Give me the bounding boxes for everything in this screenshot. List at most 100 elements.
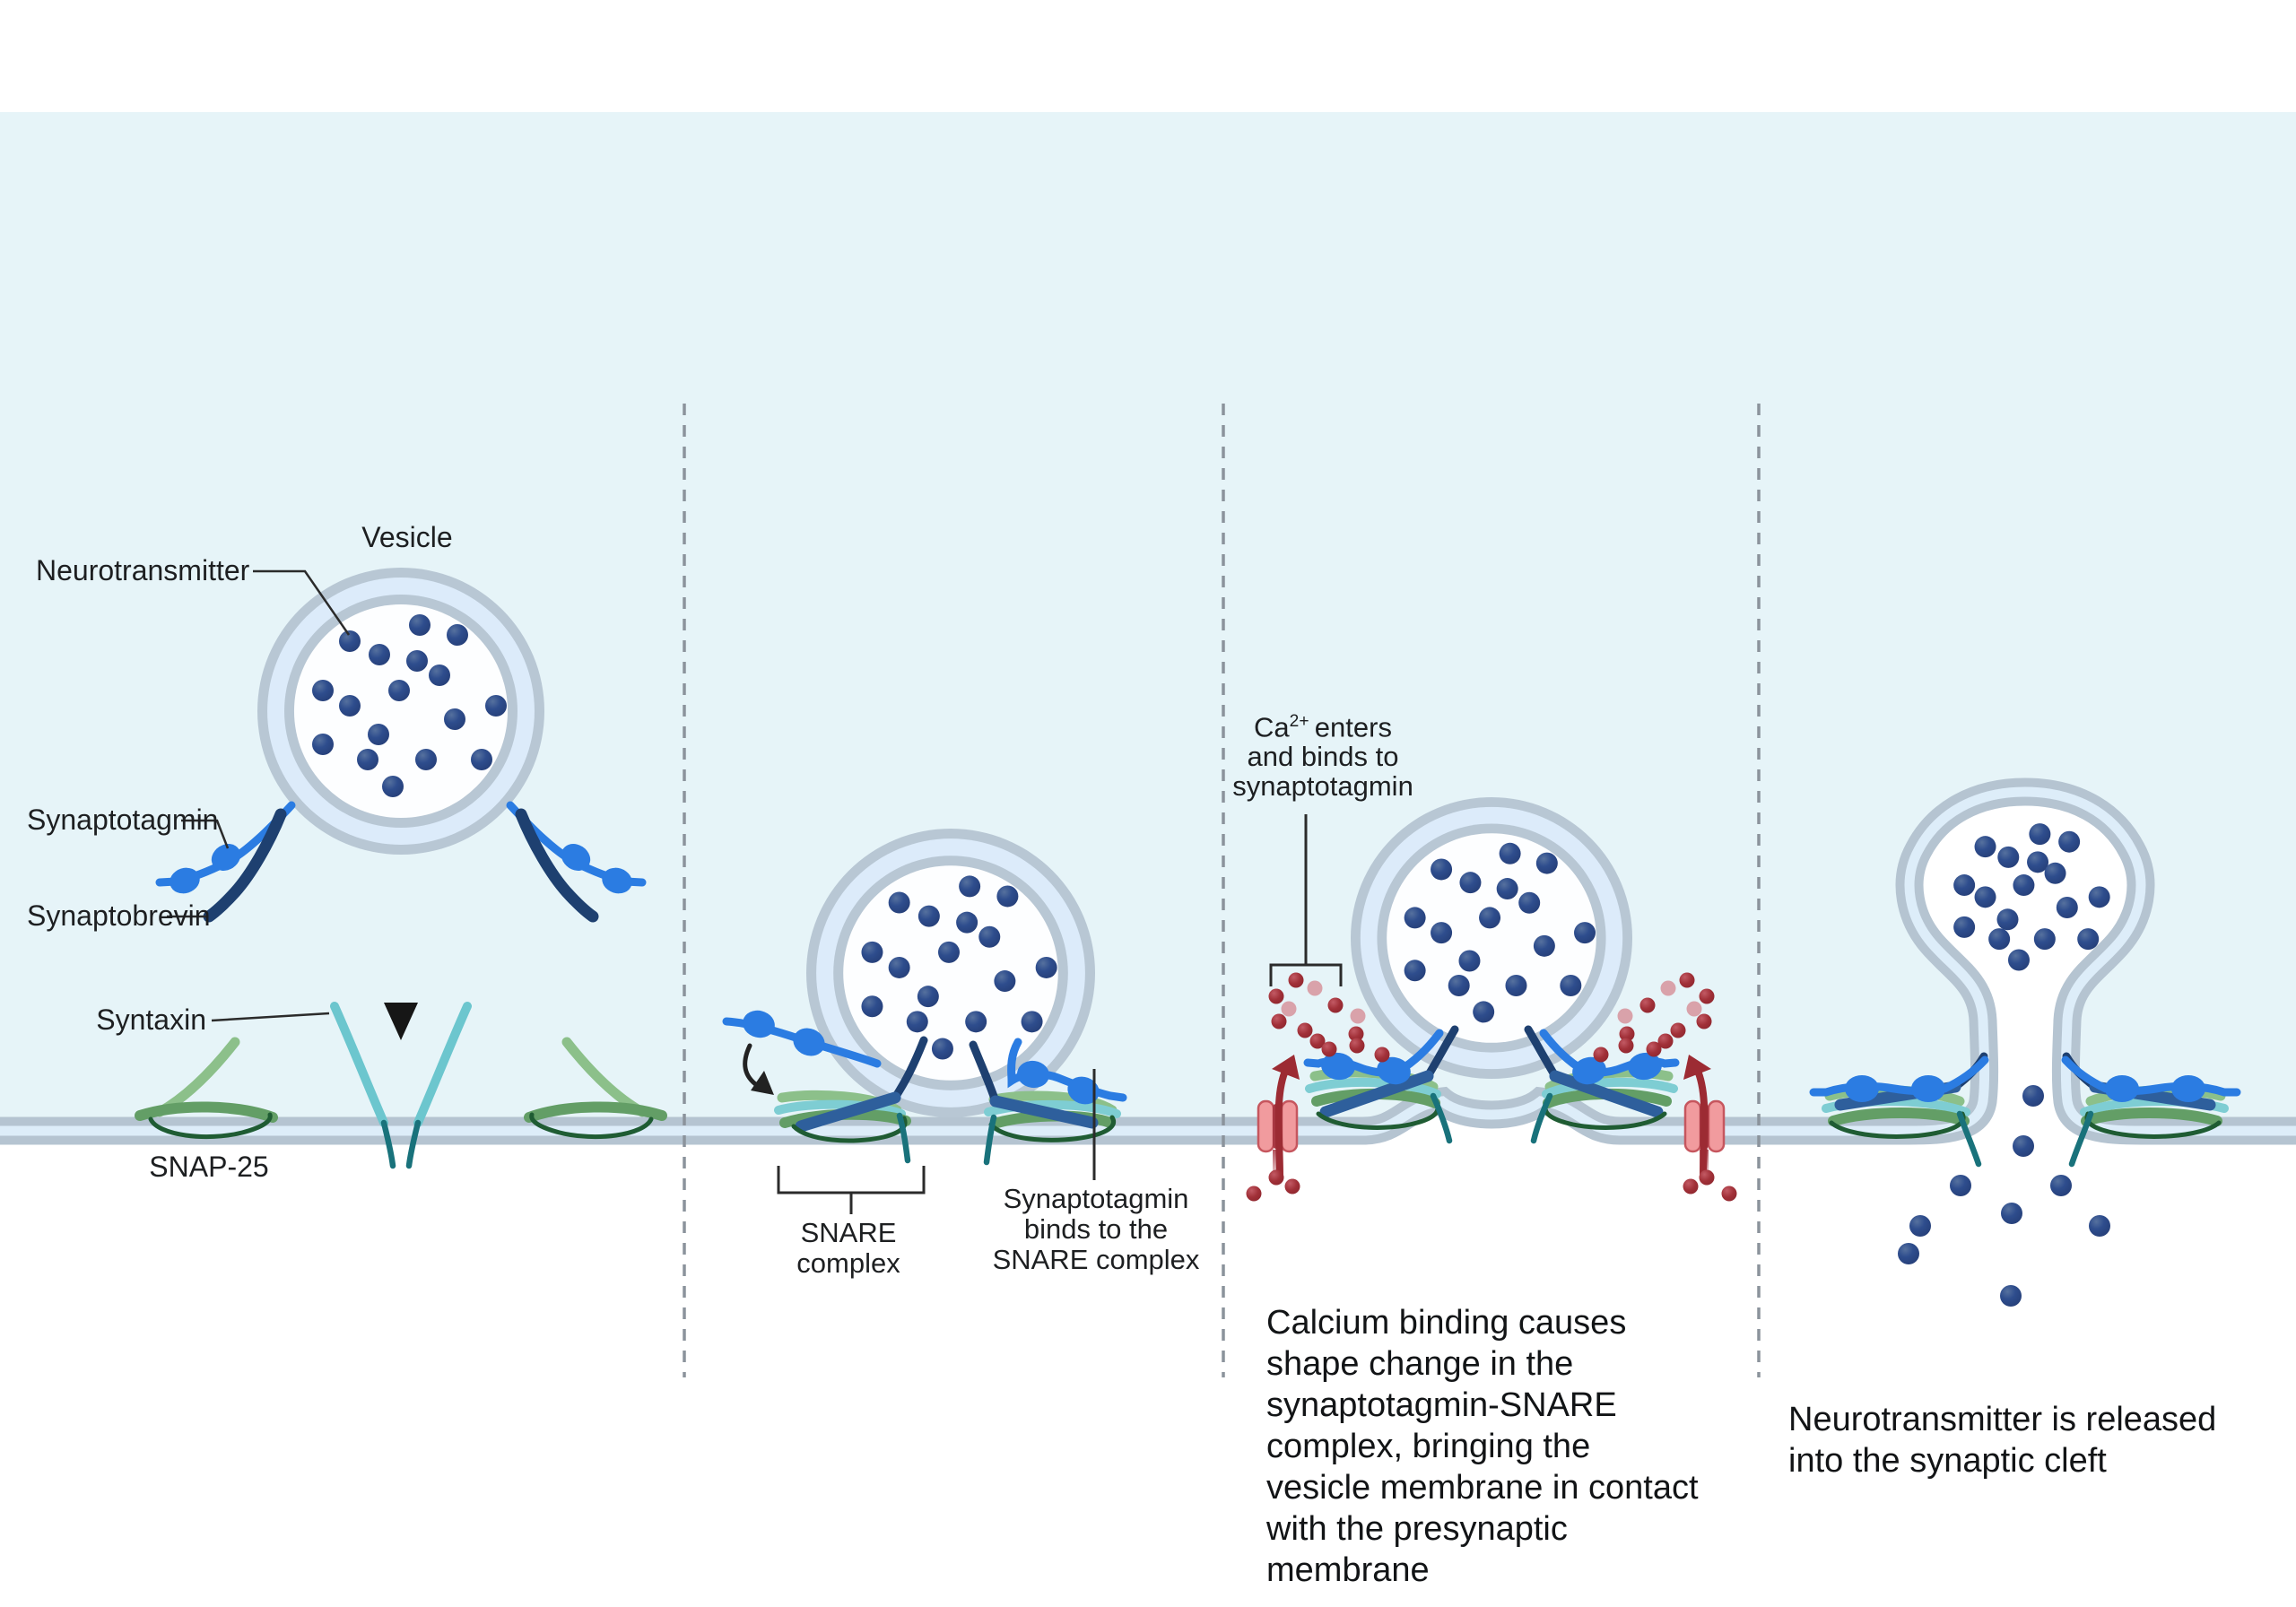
circle-shape [2001, 1203, 2022, 1224]
circle-shape [339, 695, 361, 717]
bead-shape [1911, 1075, 1945, 1102]
circle-shape [1349, 1038, 1365, 1054]
ca-light-shape [1350, 1008, 1366, 1024]
label-syntaxin: Syntaxin [96, 1003, 206, 1036]
syb-mid-shape [795, 1091, 901, 1133]
label-neurotransmitter: Neurotransmitter [36, 554, 250, 586]
ca-label-bracket [1269, 963, 1343, 986]
circle-shape [1535, 852, 1558, 874]
label-synaptotagmin: Synaptotagmin [27, 804, 219, 836]
circle-shape [1288, 972, 1304, 988]
bead-shape [2171, 1075, 2205, 1102]
syb-shape [515, 808, 599, 923]
circle-shape [1448, 974, 1470, 996]
ca-light-shape [1307, 980, 1323, 996]
circle-shape [2013, 1135, 2034, 1157]
circle-shape [1974, 886, 1996, 908]
vesicles-and-neurotransmitter [257, 568, 2110, 1117]
circle-shape [1431, 922, 1453, 944]
ca-influx-arrow-right-head [1683, 1055, 1711, 1080]
stx-tail-shape [1956, 1110, 1982, 1168]
panel-dividers [683, 404, 1761, 1377]
circle-shape [888, 891, 910, 914]
circle-shape [1639, 997, 1656, 1013]
circle-shape [1618, 1038, 1634, 1054]
circle-shape [369, 644, 390, 665]
circle-shape [2027, 851, 2049, 873]
circle-shape [1696, 1013, 1712, 1029]
panel4-fused-vesicle [1809, 1052, 2241, 1168]
circle-shape [861, 995, 883, 1018]
circle-shape [2077, 928, 2100, 951]
circle-shape [312, 734, 334, 755]
circle-shape [382, 776, 404, 797]
stx-tail-shape [983, 1114, 997, 1166]
ca-light-shape [1617, 1008, 1633, 1024]
snapd-shape [529, 1112, 654, 1140]
circle-shape [2000, 1285, 2022, 1307]
circle-shape [1996, 908, 2019, 931]
circle-shape [2029, 823, 2051, 846]
circle-shape [415, 749, 437, 770]
circle-shape [293, 604, 509, 819]
circle-shape [996, 885, 1019, 908]
vesicle-1 [257, 568, 544, 855]
circle-shape [1683, 1178, 1699, 1194]
circle-shape [1297, 1022, 1313, 1038]
circle-shape [471, 749, 492, 770]
circle-shape [1518, 891, 1541, 914]
stx-shape [413, 1002, 472, 1127]
bead-shape [2105, 1075, 2139, 1102]
circle-shape [1458, 950, 1481, 972]
stxs-shape [984, 1099, 1121, 1118]
circle-shape [1646, 1041, 1662, 1057]
circle-shape [956, 911, 978, 934]
circle-shape [2022, 1085, 2044, 1107]
circle-shape [2007, 949, 2030, 971]
circle-shape [1348, 1026, 1364, 1042]
circle-shape [888, 956, 910, 978]
circle-shape [959, 875, 981, 898]
ca-light-shape [1686, 1001, 1702, 1017]
chan-shape [1280, 1099, 1299, 1153]
stx-shape [330, 1002, 388, 1127]
synaptic-cleft-background [0, 792, 2296, 1607]
circle-shape [1496, 878, 1518, 900]
circle-shape [994, 970, 1016, 993]
circle-shape [1619, 1026, 1635, 1042]
circle-shape [1988, 928, 2011, 951]
circle-shape [965, 1011, 987, 1033]
chan-shape [1257, 1099, 1275, 1153]
circle-shape [429, 665, 450, 686]
circle-shape [1284, 1178, 1300, 1194]
bead-shape [1377, 1056, 1411, 1085]
stx-tail-shape [896, 1112, 911, 1164]
bead-shape [1572, 1056, 1606, 1085]
syb-shape [203, 808, 287, 923]
circle-shape [1560, 974, 1582, 996]
circle-shape [1246, 1186, 1262, 1202]
circle-shape [339, 630, 361, 652]
presynaptic-membrane [0, 777, 2296, 1145]
circle-shape [1679, 972, 1695, 988]
circle-shape [368, 724, 389, 745]
circle-shape [1670, 1022, 1686, 1038]
snapd-shape [1316, 1102, 1440, 1130]
snap2-shape [135, 1101, 278, 1123]
panel1-free-snare-proteins [135, 569, 667, 1169]
circle-shape [861, 941, 883, 963]
stx-tail-shape [405, 1119, 422, 1169]
stx-tail-shape [1430, 1092, 1453, 1144]
circle-shape [444, 708, 465, 730]
binding-arrow-head [751, 1071, 774, 1095]
circle-shape [1950, 1175, 1971, 1196]
bead-shape [1628, 1052, 1662, 1081]
circle-shape [978, 925, 1001, 948]
docking-arrow-head [384, 1003, 418, 1040]
label-vesicle: Vesicle [361, 521, 453, 553]
chan-shape [1707, 1099, 1726, 1153]
circle-shape [1035, 956, 1057, 978]
circle-shape [1721, 1186, 1737, 1202]
